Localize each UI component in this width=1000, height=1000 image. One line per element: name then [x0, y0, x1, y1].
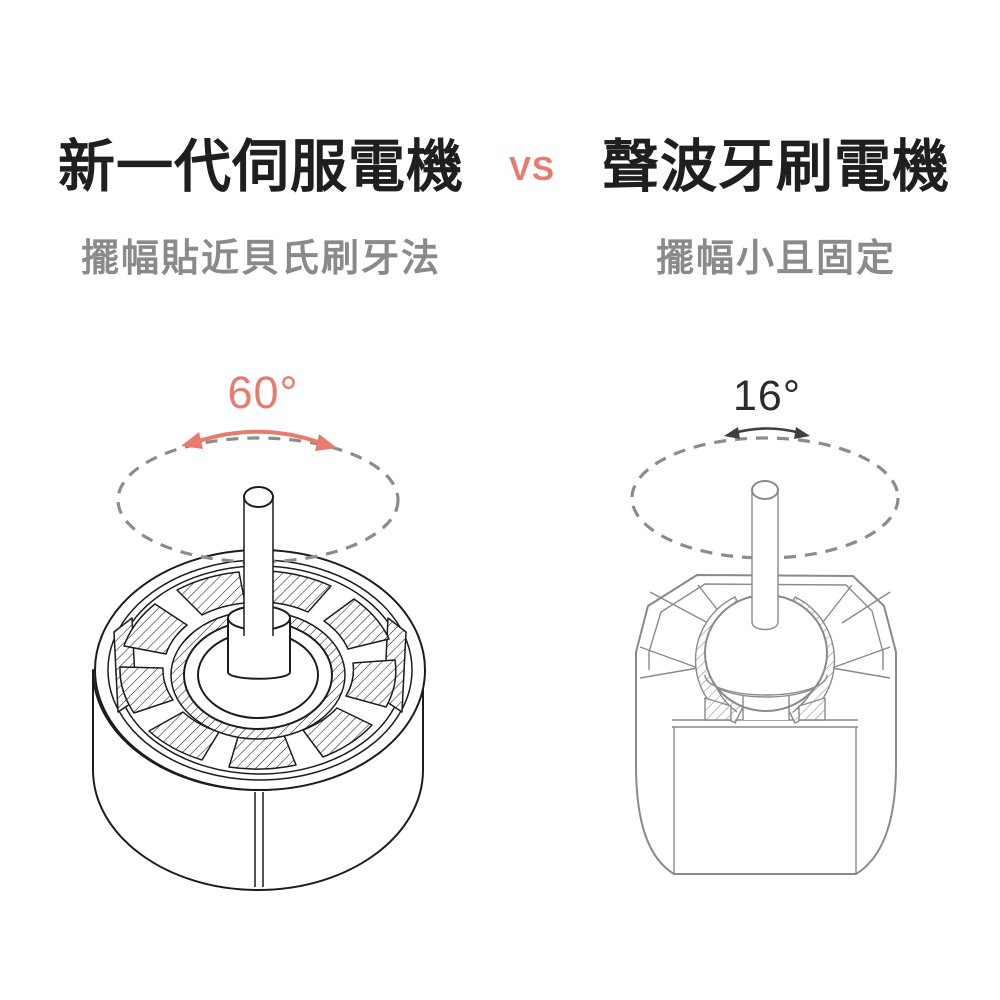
- swing-arrow-left: [181, 429, 337, 451]
- case-slit: [254, 792, 264, 887]
- swing-path-ellipse-left: [116, 436, 400, 564]
- right-angle-label: 16°: [733, 372, 801, 420]
- vs-label: VS: [508, 150, 556, 187]
- front-panel: [673, 727, 857, 874]
- right-title: 聲波牙刷電機: [602, 135, 950, 199]
- stator-segments: [119, 570, 397, 770]
- servo-motor-illustration: 60°: [92, 367, 426, 891]
- right-subtitle: 擺幅小且固定: [655, 238, 896, 280]
- left-angle-label: 60°: [227, 367, 298, 418]
- sonic-shaft: [751, 480, 779, 631]
- servo-motor-body: [92, 549, 426, 891]
- servo-shaft: [243, 486, 274, 637]
- left-subtitle: 擺幅貼近貝氏刷牙法: [80, 238, 441, 280]
- left-title: 新一代伺服電機: [58, 135, 464, 199]
- sonic-motor-body: [635, 574, 897, 875]
- swing-arrow-right: [724, 427, 810, 439]
- sonic-motor-illustration: 16°: [630, 372, 900, 875]
